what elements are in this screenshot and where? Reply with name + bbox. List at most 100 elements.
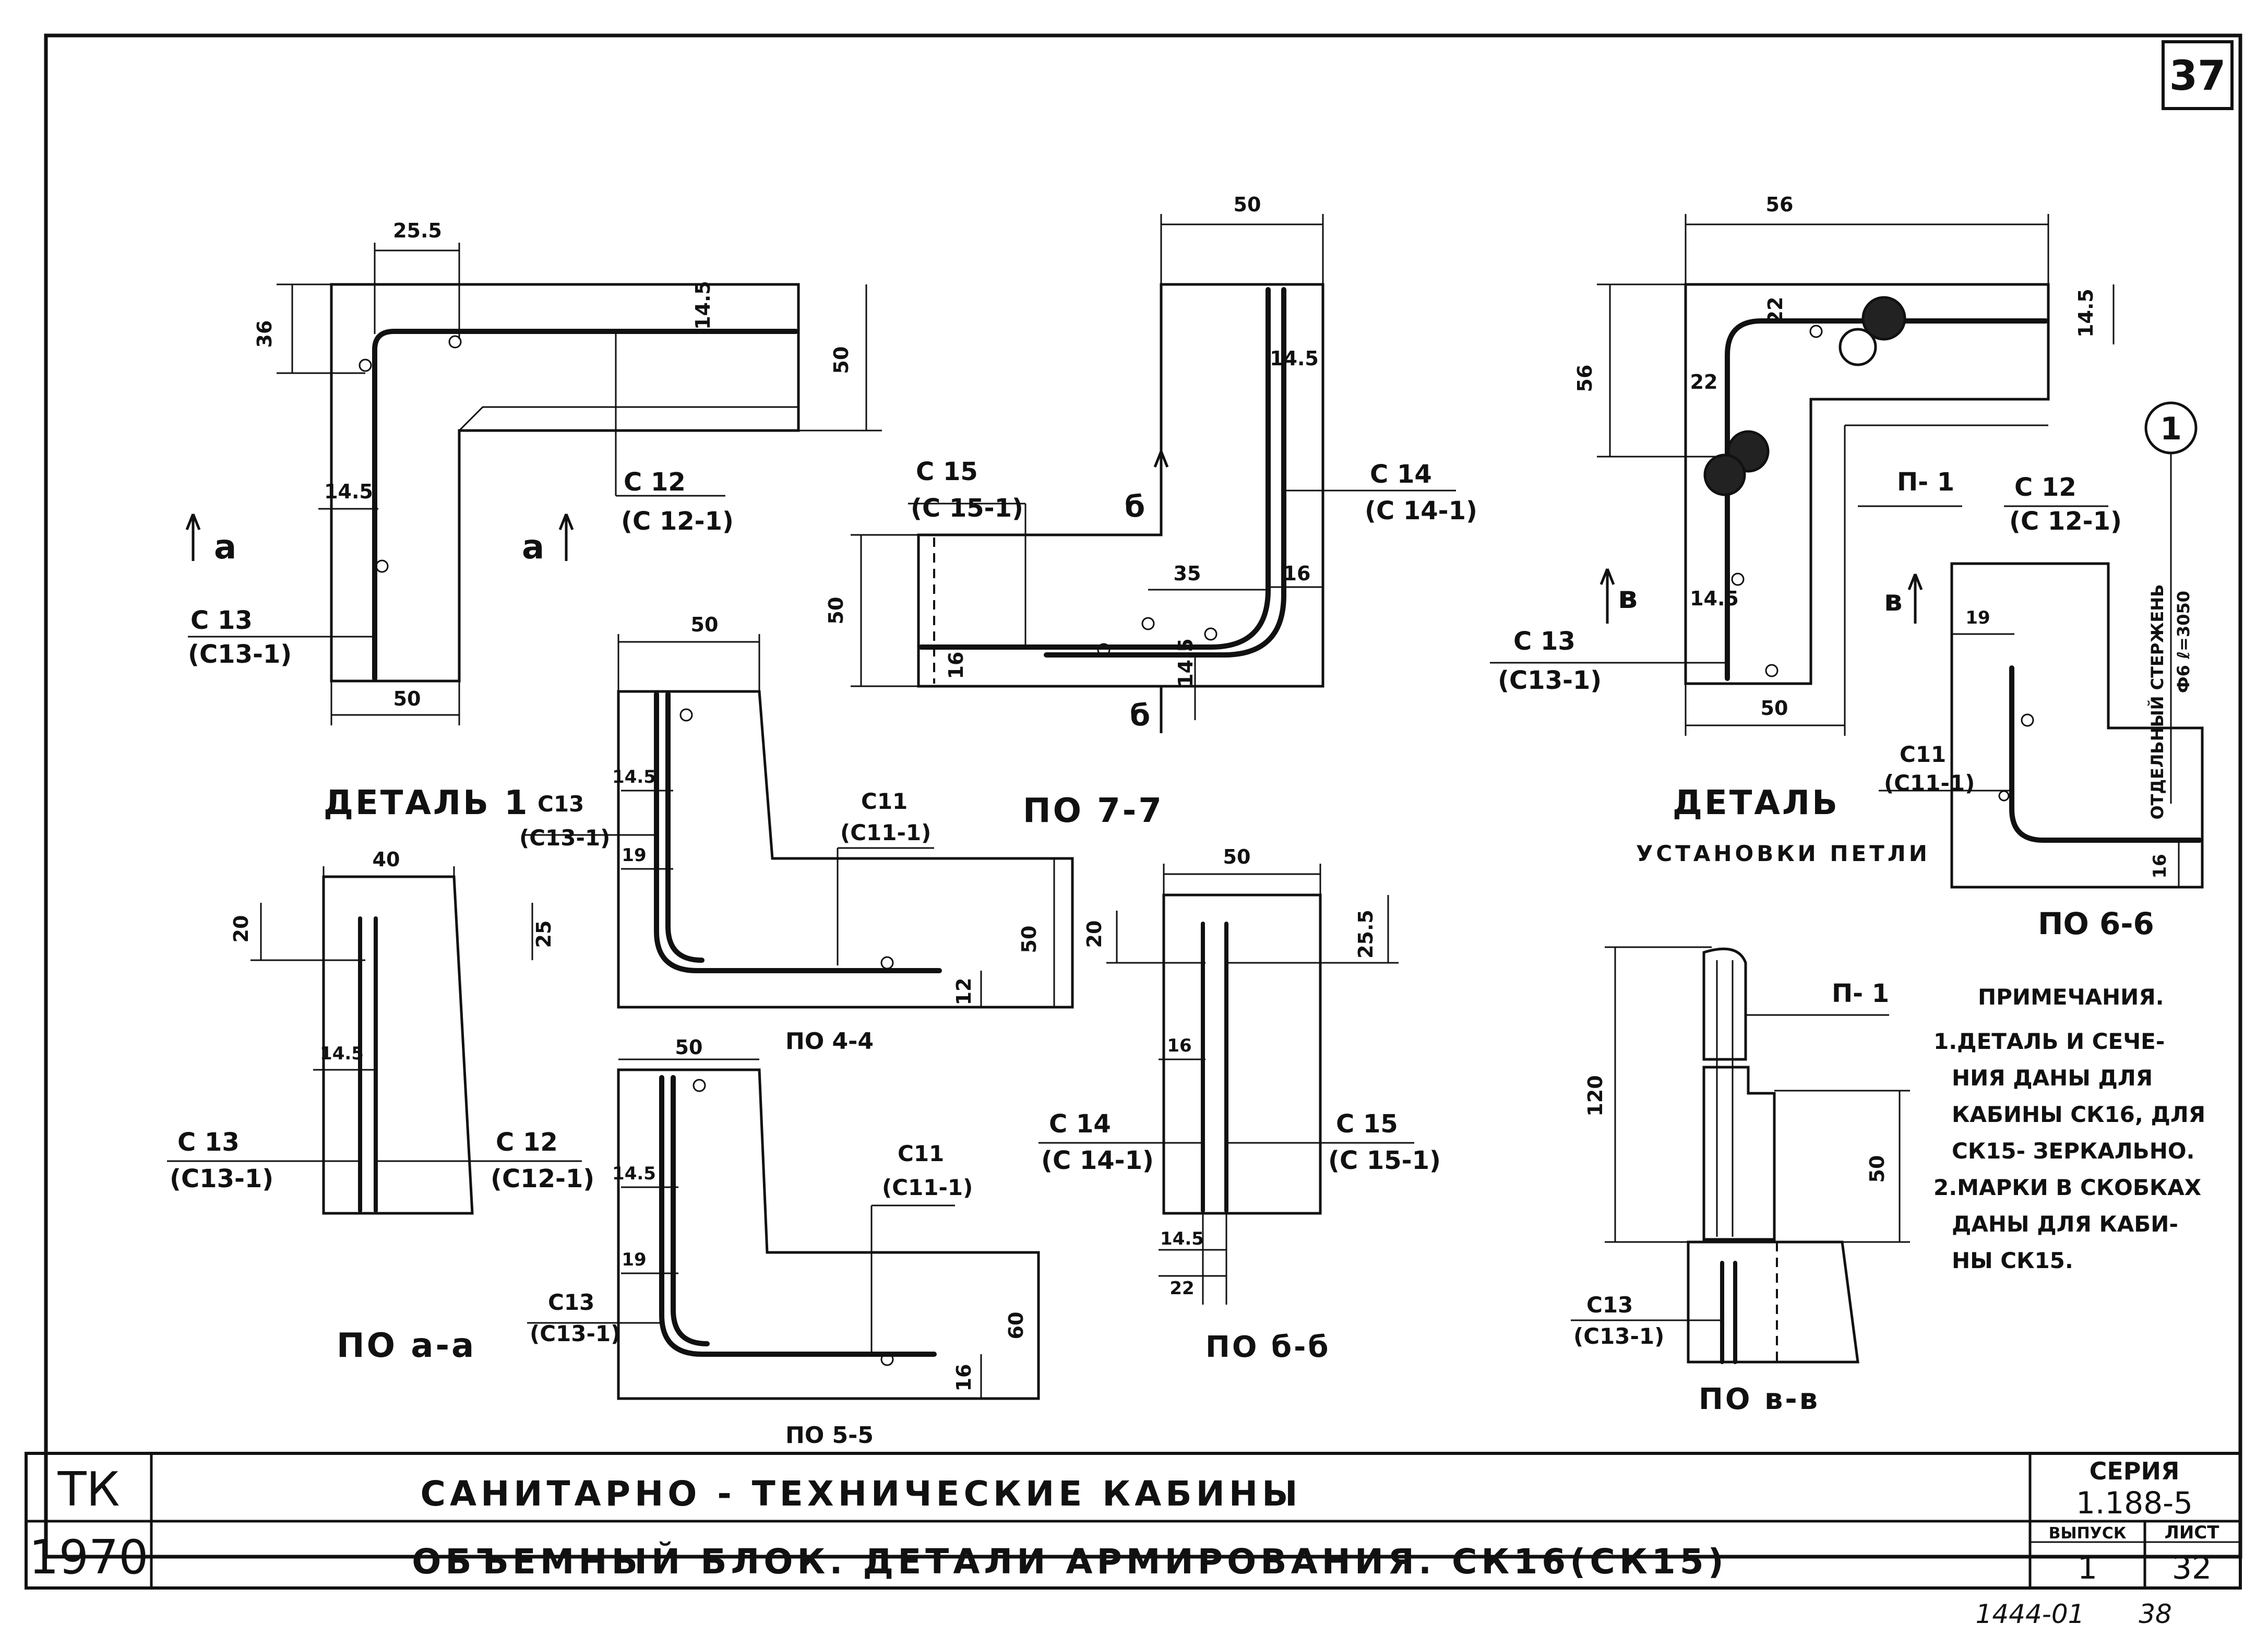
section-mark-arrow (1907, 574, 1923, 624)
series-label: СЕРИЯ (2090, 1457, 2180, 1485)
loop-ring (1703, 453, 1746, 496)
loop-ring (1839, 328, 1877, 366)
secvv-loop-top (1702, 947, 1747, 1061)
detail1-dim-bottom: 50 (393, 687, 421, 710)
sec77-rebar-outer (918, 287, 1271, 650)
sec77-callout-c14b: (С 14-1) (1365, 496, 1477, 526)
org-code: ТК (57, 1462, 120, 1517)
sec66-callout-c11b: (С11-1) (1884, 770, 1975, 796)
loop-rebar (1725, 318, 2048, 681)
note-line: КАБИНЫ СК16, ДЛЯ (1952, 1102, 2205, 1127)
sec55-dim-right: 60 (1005, 1312, 1028, 1340)
secbb-dim-top: 50 (1223, 845, 1251, 868)
secvv-loop-hatch (1716, 960, 1734, 1237)
secbb-callout-c14b: (С 14-1) (1041, 1146, 1154, 1175)
sec55-callout-c11b: (С11-1) (882, 1175, 973, 1200)
notes: ПРИМЕЧАНИЯ. 1.ДЕТАЛЬ И СЕЧЕ- НИЯ ДАНЫ ДЛ… (1933, 984, 2205, 1273)
detail-1: 25.5 36 50 50 14.5 14.5 a a С 12 (С 12-1… (185, 219, 882, 822)
sec77-bar-section (1097, 643, 1111, 656)
sec55-bar-section (693, 1079, 706, 1092)
note-line: 2.МАРКИ В СКОБКАХ (1933, 1175, 2201, 1200)
title-sub: ОБЪЕМНЫЙ БЛОК. ДЕТАЛИ АРМИРОВАНИЯ. СК16(… (412, 1541, 1728, 1582)
secbb-callout-c14: С 14 (1049, 1109, 1111, 1139)
section-6-6: 19 16 в С11 (С11-1) ПО 6-6 (1879, 562, 2204, 941)
sec66-caption: ПО 6-6 (2038, 906, 2154, 941)
secaa-callout-c12b: (С12-1) (491, 1164, 594, 1193)
sec66-callout-c11: С11 (1900, 742, 1946, 767)
sec44-dim-top: 50 (691, 613, 719, 636)
sec77-bar-section (1141, 617, 1155, 630)
secbb-dim-16: 16 (1167, 1035, 1191, 1056)
loop-bar-section (1809, 325, 1823, 338)
sec66-dim-19: 19 (1965, 607, 1990, 628)
sec44-dim-right: 50 (1018, 926, 1041, 953)
title-main: САНИТАРНО - ТЕХНИЧЕСКИЕ КАБИНЫ (421, 1474, 1302, 1514)
note-line: СК15- ЗЕРКАЛЬНО. (1952, 1138, 2195, 1164)
secaa-callout-c12: С 12 (496, 1128, 558, 1157)
sec77-bar-section (1204, 627, 1217, 641)
detail-loop: 56 56 14.5 50 22 22 14.5 в П- 1 С 12 (С … (1490, 193, 2198, 866)
section-mark-arrow (185, 514, 201, 561)
detail1-inner-chamfer (458, 406, 798, 432)
year: 1970 (29, 1530, 148, 1585)
sec77-mark-top: б (1125, 490, 1145, 524)
secbb-dim-20: 20 (1083, 921, 1106, 948)
title-block: ТК 1970 САНИТАРНО - ТЕХНИЧЕСКИЕ КАБИНЫ О… (25, 1452, 2242, 1590)
section-b-b: 50 20 25.5 16 14.5 22 С 14 (С 14-1) С 15… (1038, 845, 1441, 1364)
loop-caption-sub: УСТАНОВКИ ПЕТЛИ (1636, 841, 1930, 866)
secaa-caption: ПО а-а (337, 1327, 476, 1365)
loop-callout-c12: С 12 (2014, 473, 2076, 502)
page-number-box (2162, 40, 2234, 110)
loop-callout-p1: П- 1 (1897, 468, 1954, 497)
detail1-mark-left: a (214, 528, 236, 567)
loop-mark: в (1618, 579, 1638, 616)
loop-callout-c13b: (С13-1) (1498, 666, 1602, 695)
sec44-callout-c11b: (С11-1) (840, 820, 931, 845)
sec55-bar-section (880, 1353, 894, 1366)
page-number: 37 (2169, 53, 2226, 100)
sec55-dim-145: 14.5 (612, 1163, 656, 1184)
sec44-rebar-inner (665, 691, 705, 963)
loop-caption: ДЕТАЛЬ (1673, 784, 1840, 822)
sec55-callout-c13b: (С13-1) (530, 1321, 620, 1346)
note-line: 1.ДЕТАЛЬ И СЕЧЕ- (1933, 1029, 2165, 1054)
section-mark-arrow (558, 514, 574, 561)
secbb-dim-22: 22 (1169, 1278, 1194, 1299)
loop-ring (1861, 296, 1906, 341)
secaa-dim-20: 20 (230, 915, 253, 943)
note-line: НЫ СК15. (1952, 1248, 2073, 1273)
sec55-dim-19: 19 (622, 1249, 646, 1270)
secvv-callout-c13: С13 (1586, 1292, 1633, 1318)
loop-bar-section (1765, 664, 1778, 677)
sec55-dim-16: 16 (952, 1364, 975, 1392)
detail1-dim-145a: 14.5 (691, 281, 714, 330)
loop-dim-left: 56 (1573, 365, 1596, 392)
detail1-caption: ДЕТАЛЬ 1 (324, 784, 530, 822)
secaa-callout-c13b: (С13-1) (170, 1164, 273, 1193)
sec44-callout-c13: С13 (538, 791, 584, 817)
secbb-dim-145: 14.5 (1160, 1228, 1204, 1249)
loop-callout-c12b: (С 12-1) (2009, 507, 2122, 536)
detail1-callout-c13b: (С13-1) (188, 640, 292, 669)
sec77-mark-bottom: б (1130, 699, 1150, 733)
sec44-callout-c13b: (С13-1) (519, 825, 610, 851)
detail-circle-number: 1 (2160, 411, 2182, 447)
sec77-dim-16b: 16 (945, 652, 968, 679)
sec44-dim-19: 19 (622, 845, 646, 866)
sec44-bar-section (679, 708, 693, 722)
secaa-callout-c13: С 13 (177, 1128, 240, 1157)
detail1-callout-c13: С 13 (190, 606, 253, 635)
sec55-rebar-inner (671, 1075, 710, 1346)
sec77-rebar-inner (1044, 287, 1286, 658)
series-value: 1.188-5 (2076, 1485, 2193, 1521)
sec77-dim-145b: 14.5 (1174, 638, 1197, 687)
note-line: НИЯ ДАНЫ ДЛЯ (1952, 1065, 2153, 1091)
sec66-mark: в (1884, 584, 1902, 618)
section-5-5: 50 60 16 14.5 19 С13 (С13-1) С11 (С11-1)… (527, 1036, 1040, 1449)
detail1-dim-right: 50 (830, 347, 853, 374)
sec55-callout-c13: С13 (548, 1289, 594, 1315)
footer-code: 1444-01 (1976, 1599, 2085, 1629)
detail1-mark-right: a (522, 528, 544, 567)
detail1-callout-c12b: (С 12-1) (621, 507, 734, 536)
